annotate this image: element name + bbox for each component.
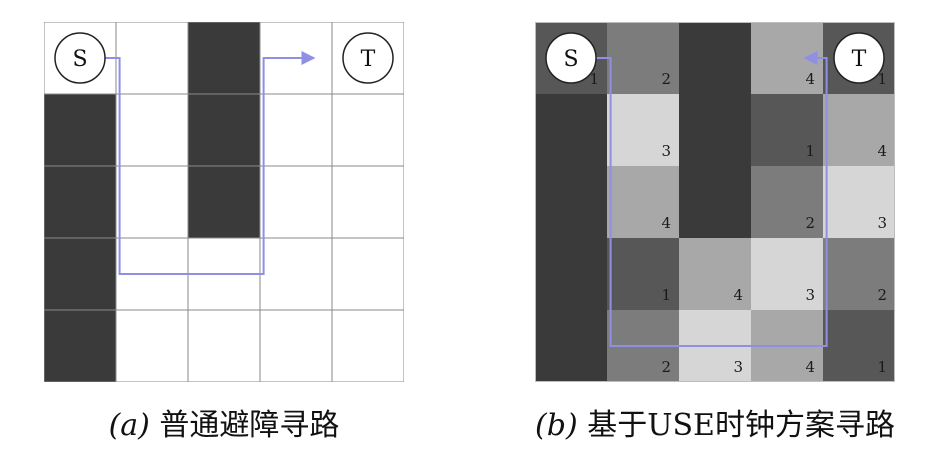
clock-value-label: 4 bbox=[805, 358, 815, 376]
grid-cell bbox=[607, 238, 679, 310]
caption-b-label: (b) bbox=[535, 408, 578, 443]
obstacle-cell bbox=[535, 310, 607, 382]
route-path bbox=[69, 51, 316, 275]
grid-cell bbox=[260, 166, 332, 238]
clock-value-label: 1 bbox=[877, 358, 887, 376]
clock-value-label: 1 bbox=[589, 70, 599, 88]
grid-cell bbox=[188, 310, 260, 382]
grid-cell bbox=[332, 94, 404, 166]
clock-value-label: 3 bbox=[877, 214, 887, 232]
grid-cell bbox=[607, 94, 679, 166]
target-node-label: T bbox=[361, 47, 376, 72]
caption-b-text: 基于USE时钟方案寻路 bbox=[587, 408, 895, 443]
start-node: S bbox=[54, 32, 106, 84]
start-node-label: S bbox=[563, 47, 578, 72]
grid-cell bbox=[332, 166, 404, 238]
start-node-label: S bbox=[72, 47, 87, 72]
obstacle-cell bbox=[679, 94, 751, 166]
grid-cell bbox=[332, 310, 404, 382]
obstacle-cell bbox=[188, 94, 260, 166]
grid-cell bbox=[823, 94, 895, 166]
clock-value-label: 4 bbox=[877, 142, 887, 160]
clock-value-label: 3 bbox=[805, 286, 815, 304]
start-node: S bbox=[545, 32, 597, 84]
obstacle-cell bbox=[535, 238, 607, 310]
grid-cell bbox=[260, 238, 332, 310]
grid-cell bbox=[116, 310, 188, 382]
clock-value-label: 4 bbox=[733, 286, 743, 304]
grid-cell bbox=[116, 94, 188, 166]
grid-cell bbox=[607, 22, 679, 94]
clock-value-label: 2 bbox=[877, 286, 887, 304]
grid-cell bbox=[260, 94, 332, 166]
target-node: T bbox=[342, 32, 394, 84]
clock-value-label: 1 bbox=[805, 142, 815, 160]
obstacle-cell bbox=[188, 22, 260, 94]
target-node-circle bbox=[833, 32, 885, 84]
obstacle-cell bbox=[44, 94, 116, 166]
clock-value-label: 3 bbox=[733, 358, 743, 376]
grid-cell bbox=[823, 166, 895, 238]
grid-cell bbox=[823, 310, 895, 382]
caption-b: (b) 基于USE时钟方案寻路 bbox=[500, 400, 930, 444]
caption-a-label: (a) bbox=[108, 408, 150, 443]
grid-cell bbox=[751, 166, 823, 238]
grid-cell bbox=[823, 238, 895, 310]
clock-value-label: 1 bbox=[661, 286, 671, 304]
target-node-circle bbox=[342, 32, 394, 84]
grid-border bbox=[535, 22, 895, 382]
target-node-label: T bbox=[852, 47, 867, 72]
route-path bbox=[560, 51, 828, 347]
grid-cell bbox=[751, 238, 823, 310]
obstacle-cell bbox=[44, 166, 116, 238]
grid-cell bbox=[116, 166, 188, 238]
grid-cell bbox=[679, 238, 751, 310]
grid-cell bbox=[332, 238, 404, 310]
clock-value-label: 3 bbox=[661, 142, 671, 160]
clock-value-label: 2 bbox=[661, 70, 671, 88]
grid-cell bbox=[607, 166, 679, 238]
clock-value-label: 4 bbox=[805, 70, 815, 88]
target-node: T bbox=[833, 32, 885, 84]
obstacle-cell bbox=[44, 310, 116, 382]
obstacle-cell bbox=[679, 166, 751, 238]
obstacle-cell bbox=[44, 238, 116, 310]
obstacle-cell bbox=[535, 166, 607, 238]
clock-value-label: 1 bbox=[877, 70, 887, 88]
obstacle-cell bbox=[188, 166, 260, 238]
clock-value-label: 2 bbox=[805, 214, 815, 232]
clock-value-label: 4 bbox=[661, 214, 671, 232]
obstacle-cell bbox=[679, 22, 751, 94]
start-node-circle bbox=[545, 32, 597, 84]
grid-cell bbox=[260, 310, 332, 382]
clock-value-label: 2 bbox=[661, 358, 671, 376]
grid-cell bbox=[116, 22, 188, 94]
obstacle-cell bbox=[535, 94, 607, 166]
caption-a-text: 普通避障寻路 bbox=[159, 408, 340, 443]
grid-cell bbox=[751, 94, 823, 166]
start-node-circle bbox=[54, 32, 106, 84]
caption-a: (a) 普通避障寻路 bbox=[44, 400, 404, 444]
